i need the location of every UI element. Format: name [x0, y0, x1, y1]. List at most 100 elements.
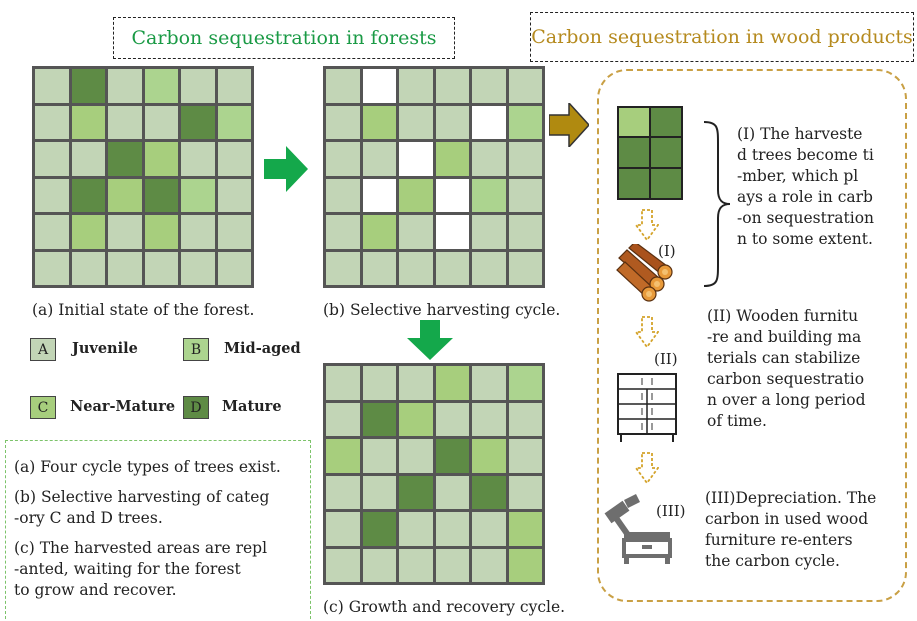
- grid-cell: [399, 548, 433, 582]
- grid-cell: [472, 215, 506, 249]
- grid-cell: [435, 215, 469, 249]
- grid-cell: [508, 215, 542, 249]
- grid-cell: [108, 142, 142, 176]
- grid-cell: [435, 178, 469, 212]
- wood-products-title: Carbon sequestration in wood products: [530, 12, 914, 62]
- grid-cell: [435, 142, 469, 176]
- timber-text-3: -mber, which pl: [737, 167, 859, 185]
- timber-block-icon: [617, 106, 683, 200]
- note-c-line2: -anted, waiting for the forest: [14, 560, 241, 578]
- grid-cell: [181, 251, 215, 285]
- grid-cell: [326, 105, 360, 139]
- gold-arrow-right-icon: [549, 103, 589, 147]
- grid-cell: [399, 475, 433, 509]
- green-arrow-down-icon: [407, 320, 453, 360]
- grid-cell: [144, 69, 178, 103]
- grid-cell: [144, 215, 178, 249]
- timber-text-2: d trees become ti: [737, 146, 874, 164]
- grid-cell: [472, 512, 506, 546]
- grid-cell: [472, 69, 506, 103]
- grid-cell: [362, 251, 396, 285]
- grid-cell: [435, 512, 469, 546]
- legend-label-near-mature: Near-Mature: [70, 398, 176, 415]
- grid-cell: [472, 366, 506, 400]
- grid-cell: [472, 402, 506, 436]
- grid-cell: [508, 548, 542, 582]
- grid-cell: [472, 251, 506, 285]
- grid-cell: [399, 251, 433, 285]
- legend-swatch-a: A: [30, 338, 56, 361]
- note-a: (a) Four cycle types of trees exist.: [14, 458, 281, 476]
- grid-cell: [181, 105, 215, 139]
- legend-swatch-c: C: [30, 396, 56, 419]
- grid-cell: [326, 402, 360, 436]
- grid-cell: [362, 105, 396, 139]
- grid-cell: [508, 251, 542, 285]
- grid-cell: [326, 512, 360, 546]
- furniture-text-3: terials can stabilize: [707, 349, 861, 367]
- recovery-forest-grid: [323, 363, 545, 585]
- grid-cell: [435, 251, 469, 285]
- timber-text-5: -on sequestration: [737, 209, 875, 227]
- grid-cell: [326, 69, 360, 103]
- grid-cell: [108, 251, 142, 285]
- grid-cell: [435, 475, 469, 509]
- grid-cell: [108, 105, 142, 139]
- roman-label-iii: (III): [656, 502, 686, 520]
- grid-cell: [508, 366, 542, 400]
- grid-cell: [362, 142, 396, 176]
- grid-cell: [472, 142, 506, 176]
- grid-cell: [181, 178, 215, 212]
- grid-cell: [435, 105, 469, 139]
- grid-cell: [35, 142, 69, 176]
- legend-swatch-b: B: [183, 338, 209, 361]
- grid-cell: [508, 402, 542, 436]
- grid-cell: [399, 178, 433, 212]
- grid-cell: [362, 439, 396, 473]
- legend-swatch-d: D: [183, 396, 209, 419]
- timber-text-6: n to some extent.: [737, 230, 873, 248]
- grid-cell: [326, 215, 360, 249]
- grid-cell: [362, 178, 396, 212]
- grid-cell: [71, 105, 105, 139]
- forests-title: Carbon sequestration in forests: [113, 17, 455, 59]
- grid-cell: [472, 178, 506, 212]
- grid-cell: [508, 178, 542, 212]
- furniture-text-2: -re and building ma: [707, 328, 862, 346]
- grid-cell: [508, 512, 542, 546]
- note-b-line1: (b) Selective harvesting of categ: [14, 488, 270, 506]
- grid-cell: [508, 142, 542, 176]
- grid-cell: [399, 366, 433, 400]
- grid-cell: [217, 69, 251, 103]
- legend-label-mature: Mature: [222, 398, 282, 415]
- roman-label-i: (I): [658, 242, 676, 260]
- grid-cell: [472, 105, 506, 139]
- grid-cell: [399, 69, 433, 103]
- grid-cell: [71, 178, 105, 212]
- grid-cell: [35, 69, 69, 103]
- roman-label-ii: (II): [654, 350, 678, 368]
- depreciation-text-2: carbon in used wood: [705, 510, 869, 528]
- grid-cell: [326, 251, 360, 285]
- grid-cell: [326, 366, 360, 400]
- grid-cell: [362, 548, 396, 582]
- legend-label-juvenile: Juvenile: [72, 340, 138, 357]
- depreciation-text-1: (III)Depreciation. The: [705, 489, 877, 507]
- grid-cell: [144, 142, 178, 176]
- grid-cell: [399, 142, 433, 176]
- grid-cell: [35, 215, 69, 249]
- note-b-line2: -ory C and D trees.: [14, 509, 163, 527]
- legend-label-mid-aged: Mid-aged: [224, 340, 301, 357]
- grid-cell: [399, 439, 433, 473]
- brace-icon: [703, 121, 731, 287]
- grid-cell: [108, 178, 142, 212]
- initial-caption: (a) Initial state of the forest.: [32, 301, 255, 319]
- grid-cell: [71, 142, 105, 176]
- grid-cell: [35, 251, 69, 285]
- furniture-text-6: of time.: [707, 412, 767, 430]
- grid-cell: [35, 178, 69, 212]
- green-arrow-right-icon: [264, 146, 308, 192]
- harvest-caption: (b) Selective harvesting cycle.: [323, 301, 561, 319]
- grid-cell: [399, 402, 433, 436]
- grid-cell: [399, 215, 433, 249]
